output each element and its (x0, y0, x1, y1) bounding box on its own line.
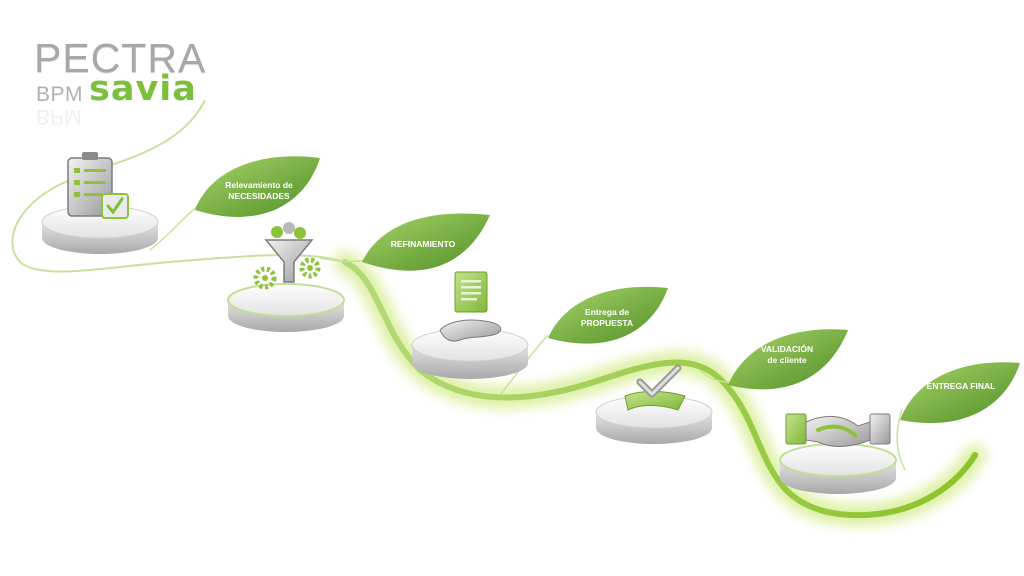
step-5-line1: ENTREGA FINAL (926, 381, 996, 391)
leaf-step-3 (548, 286, 668, 344)
step-1-line2: NECESIDADES (228, 191, 290, 202)
pedestal-3 (411, 328, 529, 379)
logo-pectra-text: PECTRA (34, 35, 207, 81)
handshake-icon (785, 413, 891, 447)
clipboard-checklist-icon (67, 152, 129, 219)
leaf-step-2 (362, 213, 490, 271)
step-3-line1: Entrega de (585, 307, 629, 317)
checkmark-hand-icon (624, 364, 686, 411)
leaf-step-4 (728, 329, 848, 390)
leaf-step-1 (195, 156, 320, 217)
pedestal-2 (227, 283, 345, 332)
step-3-label: Entrega de PROPUESTA (562, 307, 652, 330)
step-4-line2: de cliente (767, 355, 807, 366)
logo-bpm-text: BPM (36, 83, 84, 106)
step-4-line1: VALIDACIÓN (760, 344, 814, 354)
pedestal-4 (595, 395, 713, 444)
logo-reflection-text: BPM (36, 105, 82, 128)
leaf-step-5 (900, 362, 1020, 424)
step-2-line1: REFINAMIENTO (390, 239, 456, 249)
logo-savia-text: savia (89, 69, 197, 109)
leaf-stem-5 (896, 409, 906, 471)
pedestal-5 (779, 443, 897, 494)
step-1-label: Relevamiento de NECESIDADES (214, 180, 304, 203)
step-1-line1: Relevamiento de (225, 180, 293, 190)
logo-reflection: BPM (36, 105, 82, 128)
logo-tendril (11, 99, 346, 273)
step-4-label: VALIDACIÓN de cliente (742, 344, 832, 367)
step-3-line2: PROPUESTA (580, 318, 634, 329)
step-5-label: ENTREGA FINAL (916, 381, 1006, 392)
step-2-label: REFINAMIENTO (378, 239, 468, 250)
document-hand-icon (439, 271, 502, 342)
funnel-gears-icon (253, 222, 321, 290)
